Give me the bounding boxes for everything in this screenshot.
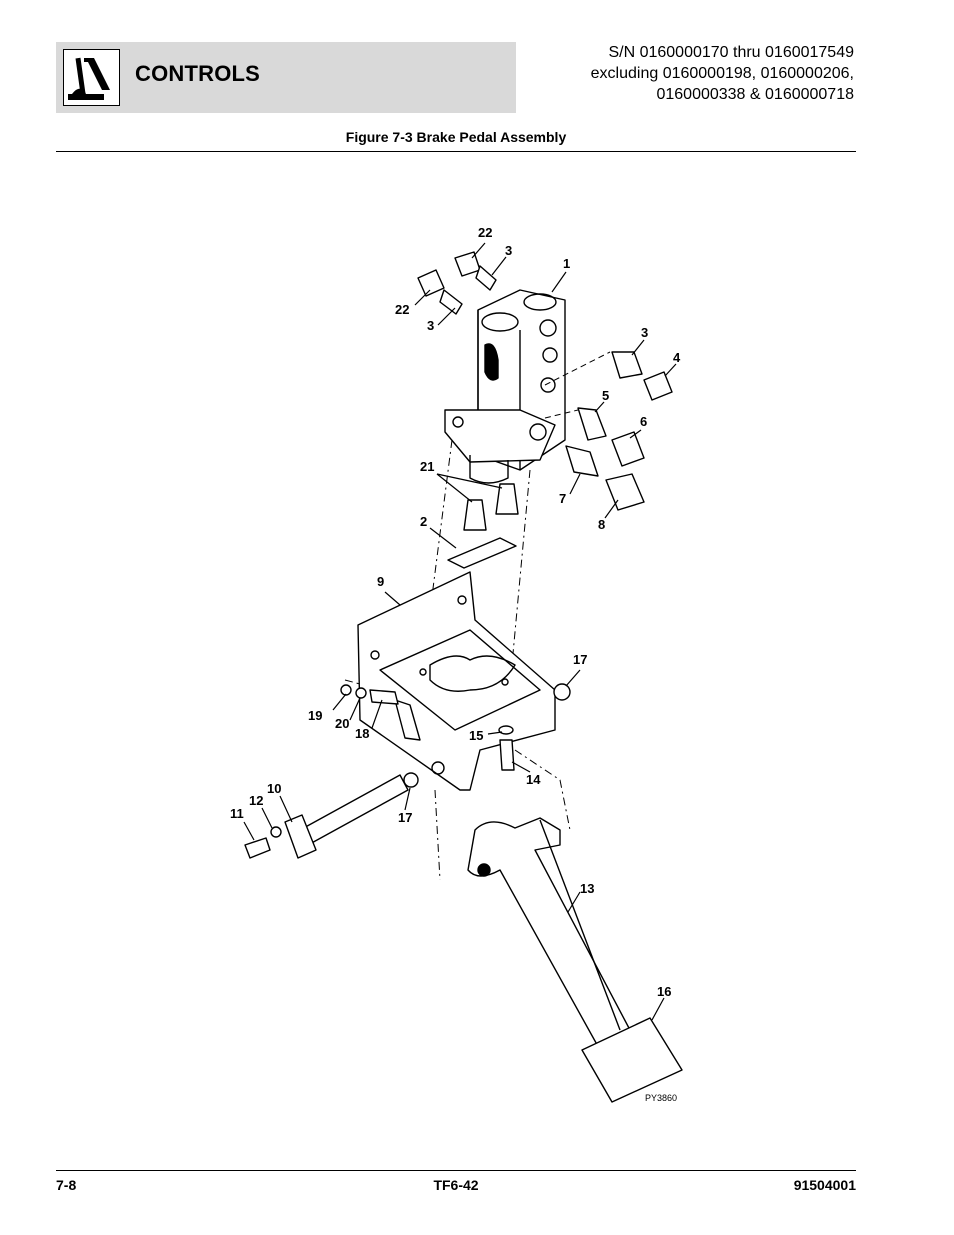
callout-19: 19	[308, 708, 322, 723]
callout-21: 21	[420, 459, 434, 474]
callout-9: 9	[377, 574, 384, 589]
callout-3-top: 3	[505, 243, 512, 258]
leader-lines	[243, 242, 677, 1021]
manual-number: 91504001	[793, 1177, 856, 1193]
shim-plate	[447, 537, 517, 569]
callout-18: 18	[355, 726, 369, 741]
callout-17-lower: 17	[398, 810, 412, 825]
bleeder-fittings	[417, 251, 497, 315]
callout-22-left: 22	[395, 302, 409, 317]
controls-logo	[63, 49, 120, 106]
callout-3-right: 3	[641, 325, 648, 340]
callout-20: 20	[335, 716, 349, 731]
figure-caption: Figure 7-3 Brake Pedal Assembly	[345, 129, 567, 145]
mounting-bracket	[357, 571, 556, 791]
serial-number-block: S/N 0160000170 thru 0160017549 excluding…	[494, 42, 854, 105]
brake-pedal-arm	[467, 817, 631, 1051]
callout-22-top: 22	[478, 225, 492, 240]
callout-3-left: 3	[427, 318, 434, 333]
callout-15: 15	[469, 728, 483, 743]
callout-8: 8	[598, 517, 605, 532]
serial-line: 0160000338 & 0160000718	[656, 86, 854, 103]
callout-14: 14	[526, 772, 541, 787]
callout-10: 10	[267, 781, 281, 796]
callout-13: 13	[580, 881, 594, 896]
model-number: TF6-42	[433, 1177, 479, 1193]
serial-line: excluding 0160000198, 0160000206,	[590, 65, 854, 82]
callout-12: 12	[249, 793, 263, 808]
header-rule	[56, 151, 856, 152]
callout-7: 7	[559, 491, 566, 506]
pivot-shaft	[244, 774, 409, 859]
bracket-hardware	[340, 683, 571, 788]
section-title: CONTROLS	[135, 61, 261, 86]
port-fittings	[544, 351, 673, 511]
callout-1: 1	[563, 256, 570, 271]
footer-rule	[56, 1170, 856, 1171]
callout-17-right: 17	[573, 652, 587, 667]
callout-16: 16	[657, 984, 671, 999]
bushings	[463, 483, 519, 531]
callout-11: 11	[230, 806, 244, 821]
callout-4: 4	[673, 350, 681, 365]
callout-labels: 22 3 1 22 3 3 4 5 6 21 7 8 2 9 17 19 20 …	[230, 225, 681, 1103]
serial-line: S/N 0160000170 thru 0160017549	[608, 44, 854, 61]
controls-joystick-icon	[68, 57, 110, 100]
callout-2: 2	[420, 514, 427, 529]
drawing-id: PY3860	[645, 1093, 677, 1103]
page-number: 7-8	[56, 1177, 77, 1193]
pedal-pad	[581, 1017, 683, 1103]
header-band	[56, 42, 516, 113]
callout-6: 6	[640, 414, 647, 429]
callout-5: 5	[602, 388, 609, 403]
brake-valve-body	[444, 289, 566, 484]
